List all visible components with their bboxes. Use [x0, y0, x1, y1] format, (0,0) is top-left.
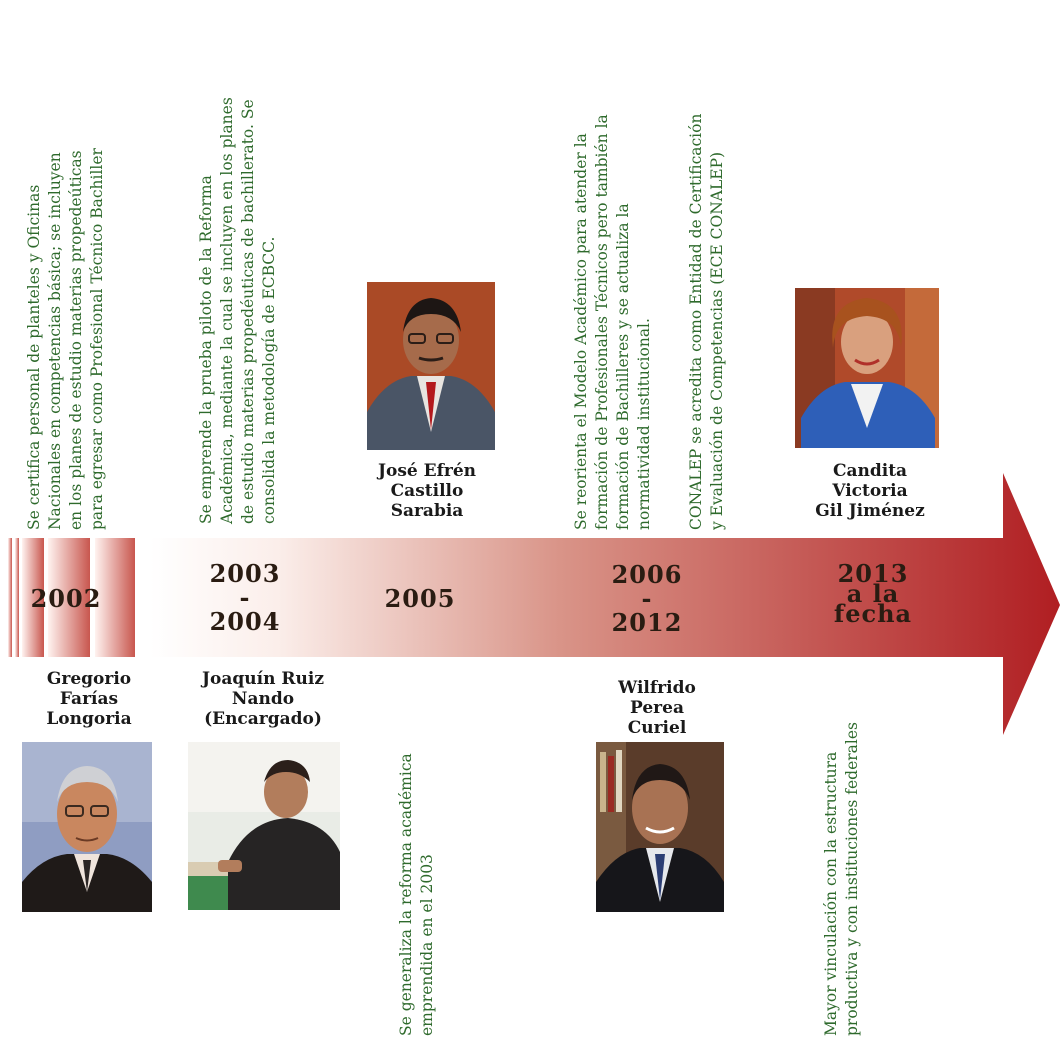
event-text-2013: Mayor vinculación con la estructura prod…: [822, 721, 861, 1036]
event-text-2005: Se generaliza la reforma académica empre…: [397, 753, 436, 1036]
portrait-candita: [795, 288, 939, 448]
year-label-2006-2012: 2006 - 2012: [611, 560, 683, 637]
portrait-wilfrido: [596, 742, 724, 912]
person-name-joaquin: Joaquín Ruiz Nando (Encargado): [202, 669, 324, 729]
event-text-2002: Se certifica personal de planteles y Ofi…: [25, 148, 106, 530]
person-name-wilfrido: Wilfrido Perea Curiel: [618, 678, 696, 738]
event-text-2006-2012: Se reorienta el Modelo Académico para at…: [572, 114, 653, 530]
year-label-2003-2004: 2003 - 2004: [209, 559, 281, 636]
portrait-jose-efren: [367, 282, 495, 450]
person-name-jose-efren: José Efrén Castillo Sarabia: [377, 461, 477, 521]
person-name-candita: Candita Victoria Gil Jiménez: [815, 461, 925, 521]
portrait-gregorio: [22, 742, 152, 912]
year-label-2013-a-la-fecha: 2013 a la fecha: [833, 559, 913, 628]
portrait-joaquin: [188, 742, 340, 910]
year-label-2002: 2002: [30, 584, 102, 613]
year-label-2005: 2005: [384, 584, 456, 613]
event-text-certification: CONALEP se acredita como Entidad de Cert…: [687, 113, 726, 530]
person-name-gregorio: Gregorio Farías Longoria: [46, 669, 132, 729]
event-text-2003-2004: Se emprende la prueba piloto de la Refor…: [197, 97, 278, 524]
